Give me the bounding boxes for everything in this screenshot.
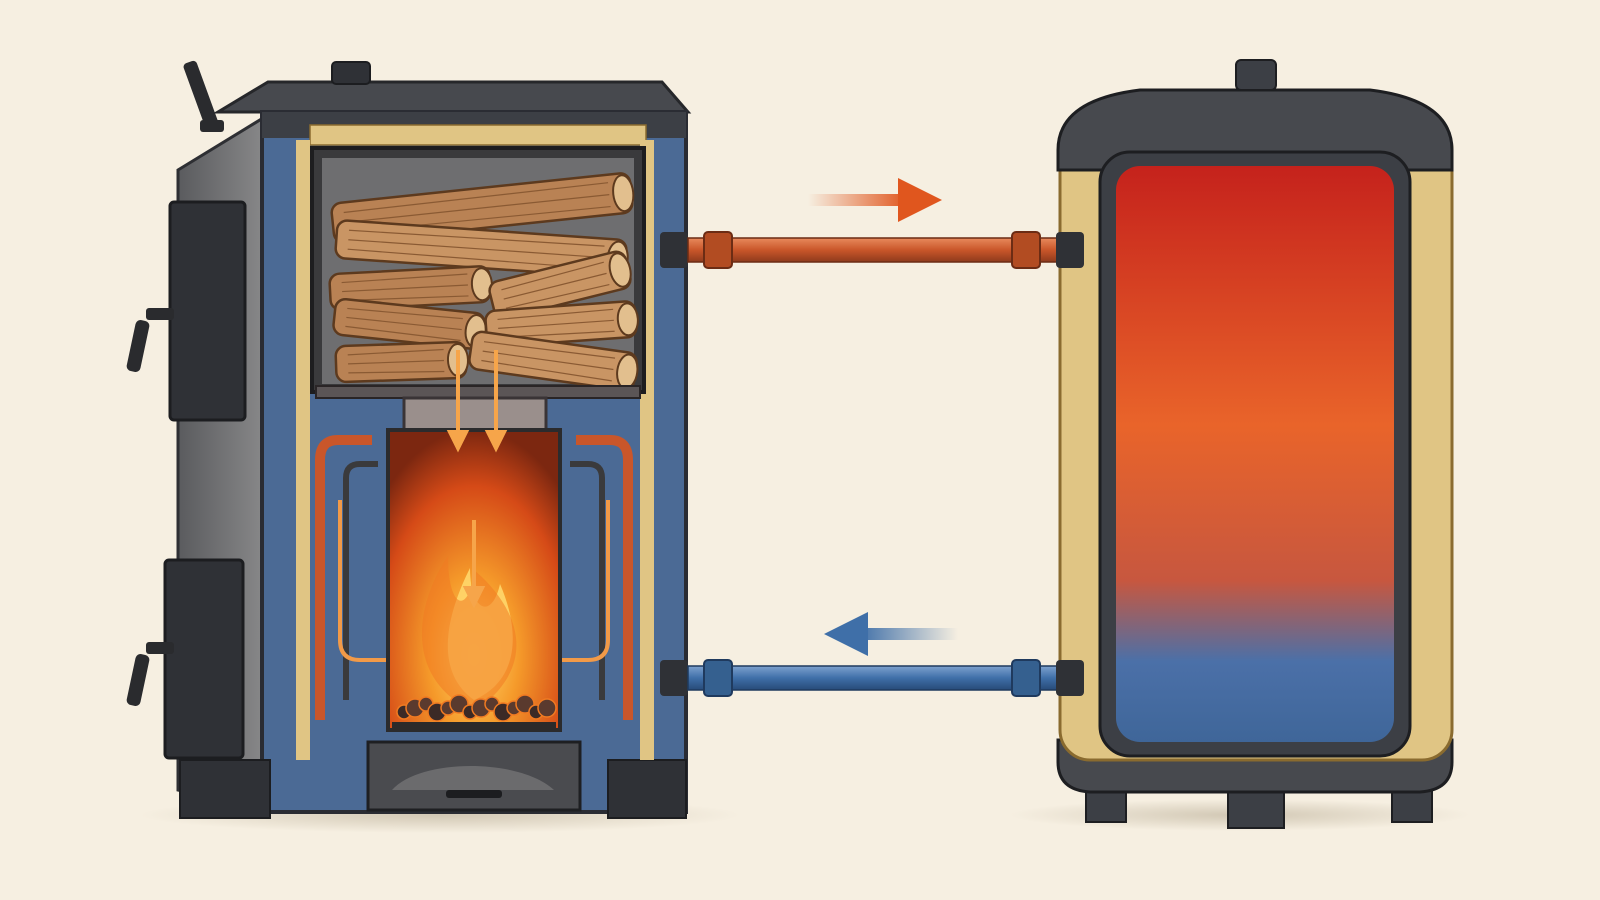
buffer-tank <box>1056 59 1454 829</box>
boiler-top-lid <box>212 80 692 114</box>
tank-cold-outlet-flange <box>1056 660 1084 696</box>
firewood-log <box>468 330 639 392</box>
hot-pipe-fitting-right <box>1011 231 1041 269</box>
hot-pipe-fitting-left <box>703 231 733 269</box>
boiler-hot-outlet-flange <box>660 232 688 268</box>
hot-flow-pipe <box>687 231 1061 269</box>
firewood-stack <box>328 172 639 392</box>
flame-outer <box>421 556 517 712</box>
hot-flow-arrow <box>808 178 942 222</box>
cold-pipe-fitting-right <box>1011 659 1041 697</box>
fuel-chamber-floor <box>315 385 641 399</box>
stratified-water <box>1116 166 1394 742</box>
insulation-left-layer <box>296 140 310 760</box>
heat-exchanger-right-inner <box>570 461 605 700</box>
flue-gas-return-arrows <box>338 500 610 662</box>
heat-exchanger-right-outer <box>576 435 633 720</box>
tank-top-cap <box>1056 88 1454 172</box>
boiler-base-right-foot <box>607 759 687 819</box>
boiler <box>126 60 692 819</box>
insulation-top-layer <box>309 124 647 146</box>
tank-top-vent <box>1235 59 1277 91</box>
tank-hot-inlet-flange <box>1056 232 1084 268</box>
firewood-log <box>484 300 639 348</box>
grate <box>392 722 556 730</box>
lower-door-handle[interactable] <box>126 642 174 707</box>
cold-return-arrow <box>824 612 958 656</box>
damper-lever[interactable] <box>182 60 224 132</box>
glowing-embers <box>396 694 557 722</box>
top-vent-cap <box>331 61 371 85</box>
cold-return-pipe <box>687 659 1061 697</box>
lower-side-door[interactable] <box>163 558 245 760</box>
upper-side-door[interactable] <box>168 200 247 422</box>
firewood-log <box>488 250 632 320</box>
downdraft-flow-arrows <box>446 350 508 609</box>
cold-pipe-fitting-left <box>703 659 733 697</box>
boiler-base-left-foot <box>179 759 271 819</box>
heat-exchanger-left-outer <box>315 435 372 720</box>
heat-exchanger-left-inner <box>343 461 378 700</box>
boiler-cold-inlet-flange <box>660 660 688 696</box>
ember <box>537 698 557 718</box>
firewood-log <box>334 340 469 384</box>
upper-door-handle[interactable] <box>126 308 174 373</box>
ash-door-slot[interactable] <box>446 790 502 798</box>
ash-pile <box>392 766 554 790</box>
